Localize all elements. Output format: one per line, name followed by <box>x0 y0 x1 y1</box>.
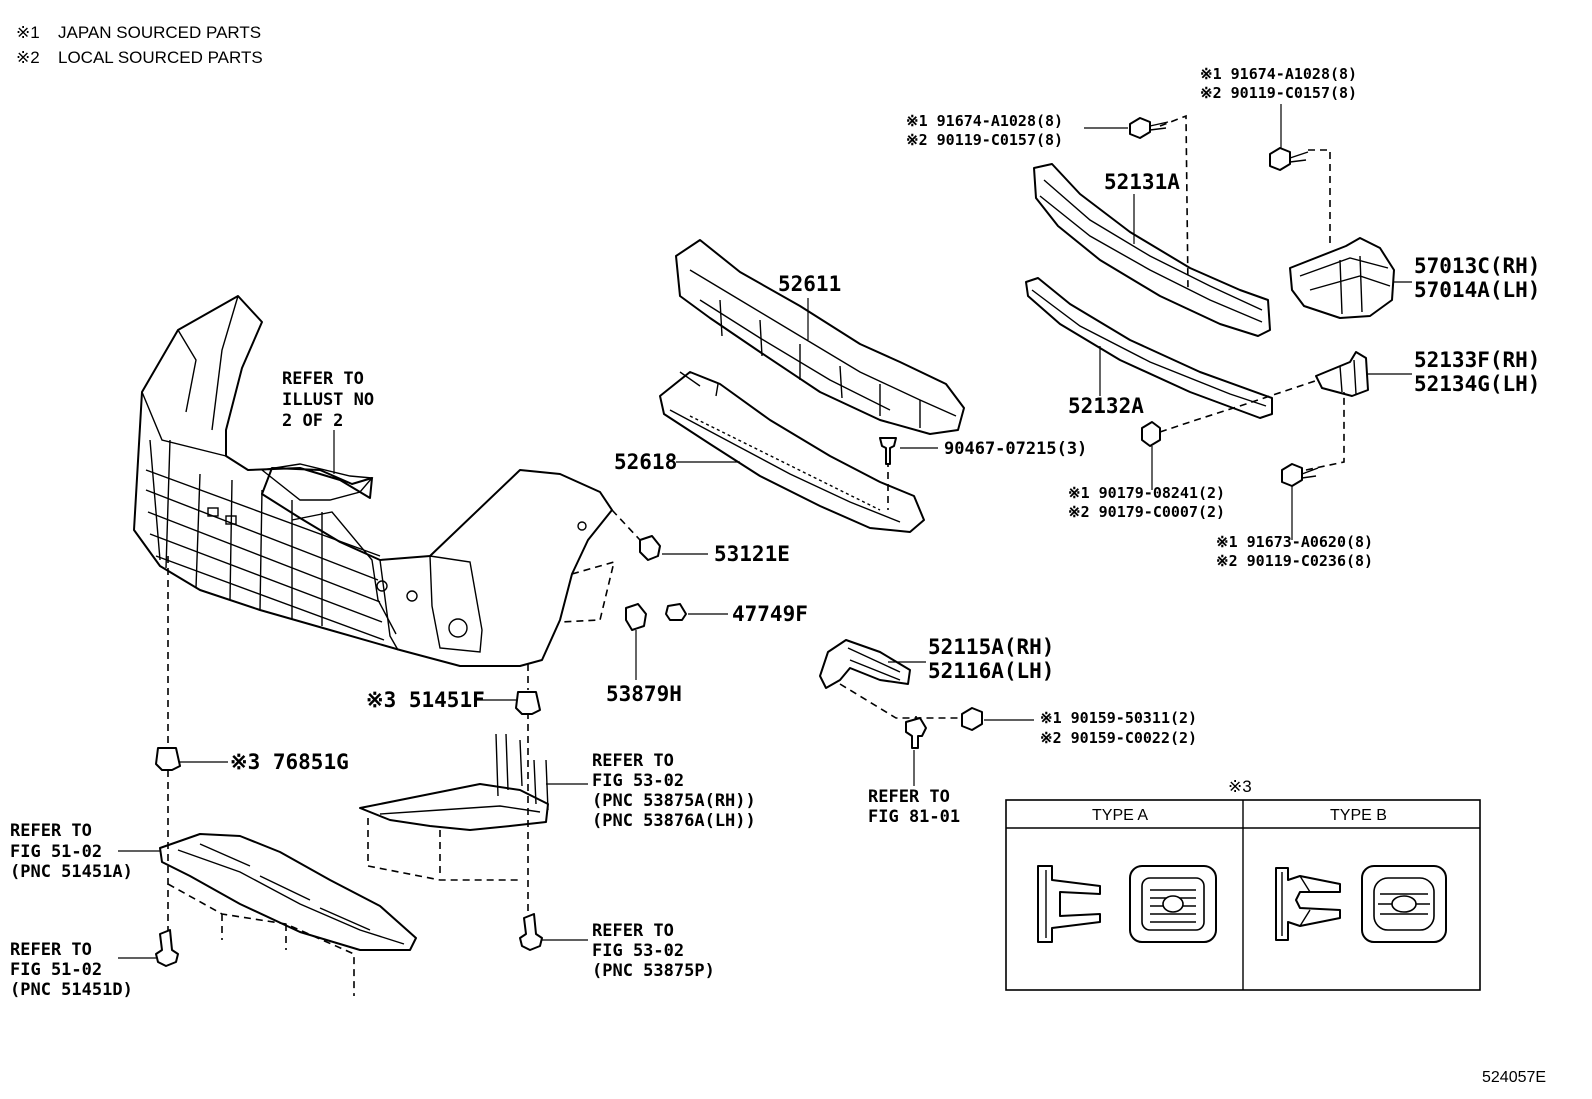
label-52116A: 52116A(LH) <box>928 659 1054 683</box>
label-refer-5102-d-2: FIG 51-02 <box>10 960 102 980</box>
label-refer-5102-d-3: (PNC 51451D) <box>10 980 133 1000</box>
assembly-dashed-lines <box>167 114 1345 996</box>
bracket-52133F-drawing <box>1315 351 1412 397</box>
type-b-header: TYPE B <box>1330 807 1387 824</box>
label-refer-5102-a-2: FIG 51-02 <box>10 842 102 862</box>
absorber-52618-drawing <box>659 371 925 533</box>
label-bolt-top-right-2: ※2 90119-C0157(8) <box>1200 84 1357 102</box>
label-52131A: 52131A <box>1104 170 1180 194</box>
label-refer-5302-a-4: (PNC 53876A(LH)) <box>592 811 756 831</box>
label-47749F: 47749F <box>732 602 808 626</box>
label-screw-2: ※2 90159-C0022(2) <box>1040 729 1197 747</box>
fastener-clip-90467 <box>879 437 938 465</box>
fastener-clip-51451F <box>474 691 541 715</box>
label-refer-5302-p-3: (PNC 53875P) <box>592 961 715 981</box>
under-cover-left-drawing <box>118 833 417 951</box>
label-53879H: 53879H <box>606 682 682 706</box>
label-refer-5302-p-2: FIG 53-02 <box>592 941 684 961</box>
label-bolt-top-right-1: ※1 91674-A1028(8) <box>1200 65 1357 83</box>
fastener-screw-90159 <box>961 707 1034 731</box>
legend-mark-2: ※2 <box>16 48 40 67</box>
legend-local-sourced: LOCAL SOURCED PARTS <box>58 48 263 67</box>
fastener-nut-90179 <box>1141 421 1161 490</box>
fastener-clip-53121E <box>639 535 708 561</box>
label-53121E: 53121E <box>714 542 790 566</box>
type-b-top-icon <box>1361 865 1447 943</box>
label-52133F: 52133F(RH) <box>1414 348 1540 372</box>
label-refer-5102-d-1: REFER TO <box>10 940 92 960</box>
label-refer-illust-2: ILLUST NO <box>282 390 374 410</box>
part-labels: ※1 91674-A1028(8) ※2 90119-C0157(8) ※1 9… <box>10 65 1540 1000</box>
label-refer-illust-1: REFER TO <box>282 369 364 389</box>
label-57014A: 57014A(LH) <box>1414 278 1540 302</box>
reinforcement-52131A-drawing <box>1033 163 1271 337</box>
type-a-top-icon <box>1129 865 1217 943</box>
bumper-cover-drawing <box>133 295 613 667</box>
absorber-52611-drawing <box>675 239 965 435</box>
label-refer-5302-p-1: REFER TO <box>592 921 674 941</box>
label-52611: 52611 <box>778 272 841 296</box>
label-52132A: 52132A <box>1068 394 1144 418</box>
type-b-side-icon <box>1275 867 1341 941</box>
fastener-bolt-53875P <box>519 913 588 951</box>
label-90467: 90467-07215(3) <box>944 439 1087 459</box>
label-bolt-top-center-2: ※2 90119-C0157(8) <box>906 131 1063 149</box>
label-52618: 52618 <box>614 450 677 474</box>
label-refer-5302-a-1: REFER TO <box>592 751 674 771</box>
label-nut-2: ※2 90179-C0007(2) <box>1068 503 1225 521</box>
type-a-header: TYPE A <box>1092 807 1148 824</box>
type-a-side-icon <box>1037 865 1101 943</box>
label-refer-5102-a-1: REFER TO <box>10 821 92 841</box>
label-refer-5302-a-3: (PNC 53875A(RH)) <box>592 791 756 811</box>
label-screw-1: ※1 90159-50311(2) <box>1040 709 1197 727</box>
label-nut-1: ※1 90179-08241(2) <box>1068 484 1225 502</box>
reinforcement-52132A-drawing <box>1025 277 1273 419</box>
label-52115A: 52115A(RH) <box>928 635 1054 659</box>
clip-type-table: ※3 TYPE A TYPE B <box>1005 777 1481 991</box>
label-refer-5102-a-3: (PNC 51451A) <box>10 862 133 882</box>
illustration-id: 524057E <box>1482 1069 1546 1086</box>
under-cover-center-drawing <box>359 733 588 831</box>
grille-bars <box>145 469 385 641</box>
fastener-bolt-top-center <box>1084 117 1169 139</box>
legend-mark-1: ※1 <box>16 23 40 42</box>
retainer-52115A-drawing <box>819 639 926 689</box>
label-76851G: ※3 76851G <box>230 750 349 774</box>
label-bolt-bracket-2: ※2 90119-C0236(8) <box>1216 552 1373 570</box>
bracket-57013C-drawing <box>1289 237 1412 319</box>
label-bolt-bracket-1: ※1 91673-A0620(8) <box>1216 533 1373 551</box>
fastener-clip-53879H <box>625 603 647 680</box>
fastener-clip-47749F <box>665 603 728 621</box>
label-refer-8101-2: FIG 81-01 <box>868 807 960 827</box>
fastener-bolt-bracket <box>1281 463 1319 540</box>
label-refer-illust-3: 2 OF 2 <box>282 411 343 431</box>
legend-japan-sourced: JAPAN SOURCED PARTS <box>58 23 261 42</box>
fastener-clip-76851G <box>155 747 228 771</box>
label-51451F: ※3 51451F <box>366 688 485 712</box>
label-57013C: 57013C(RH) <box>1414 254 1540 278</box>
fastener-clip-fig81 <box>905 717 927 786</box>
label-refer-5302-a-2: FIG 53-02 <box>592 771 684 791</box>
label-52134G: 52134G(LH) <box>1414 372 1540 396</box>
fastener-bolt-top-right <box>1269 104 1309 171</box>
legend: ※1 JAPAN SOURCED PARTS ※2 LOCAL SOURCED … <box>16 23 263 67</box>
fastener-bolt-51451D <box>118 929 179 967</box>
label-bolt-top-center-1: ※1 91674-A1028(8) <box>906 112 1063 130</box>
type-table-mark: ※3 <box>1228 777 1252 796</box>
label-refer-8101-1: REFER TO <box>868 787 950 807</box>
